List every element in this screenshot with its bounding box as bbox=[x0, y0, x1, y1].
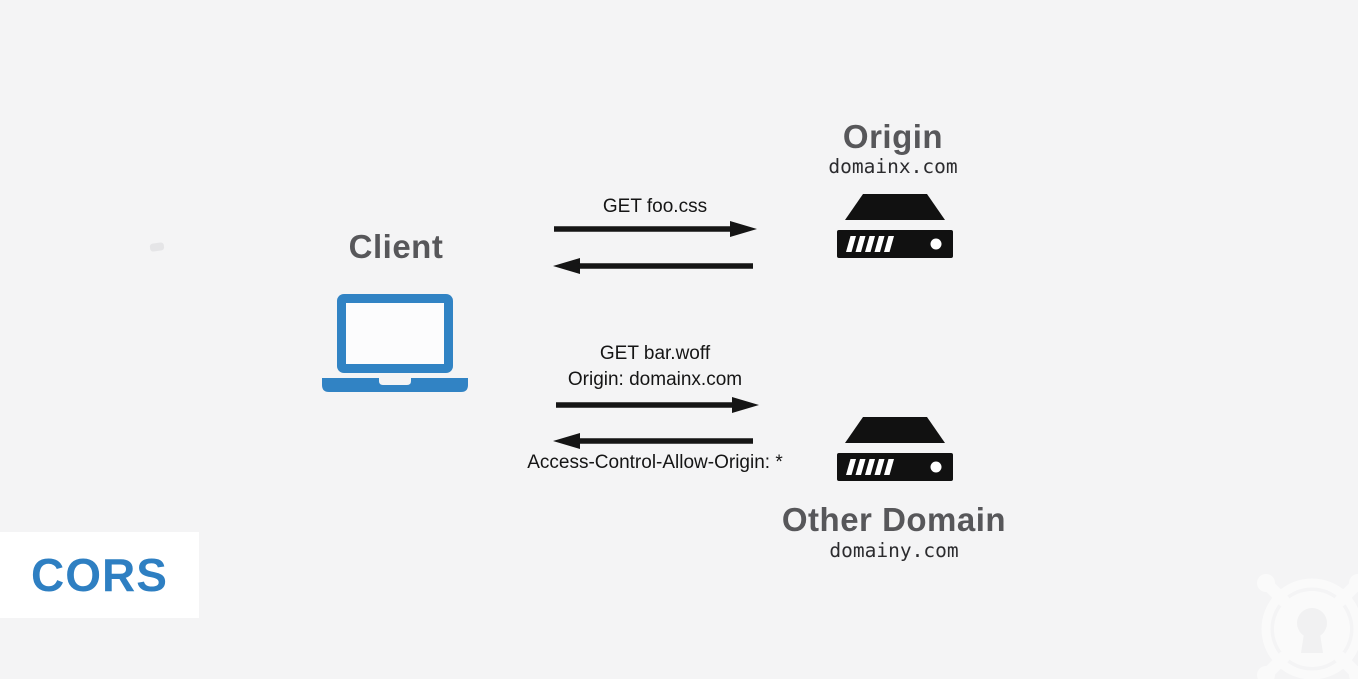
laptop-icon bbox=[322, 294, 468, 392]
server-icon-origin bbox=[837, 194, 953, 258]
request2-label-line2: Origin: domainx.com bbox=[567, 369, 743, 390]
arrow-request1-right bbox=[554, 221, 757, 237]
arrow-response2-left bbox=[553, 433, 753, 449]
other-domain-title: Other Domain bbox=[781, 501, 1007, 538]
cors-badge-label: CORS bbox=[31, 549, 168, 601]
server-icon-other-domain bbox=[837, 417, 953, 481]
request2-label-line1: GET bar.woff bbox=[599, 343, 711, 364]
other-domain-domain: domainy.com bbox=[829, 539, 959, 562]
arrow-request2-right bbox=[556, 397, 759, 413]
keyhole-gear-logo-watermark bbox=[1257, 574, 1358, 679]
client-label: Client bbox=[348, 228, 444, 265]
origin-title: Origin bbox=[842, 118, 944, 155]
cors-badge: CORS bbox=[0, 532, 199, 618]
request1-label: GET foo.css bbox=[602, 196, 708, 217]
response2-label: Access-Control-Allow-Origin: * bbox=[527, 452, 783, 473]
arrow-response1-left bbox=[553, 258, 753, 274]
origin-domain: domainx.com bbox=[828, 155, 958, 178]
smudge-artifact bbox=[149, 242, 165, 252]
